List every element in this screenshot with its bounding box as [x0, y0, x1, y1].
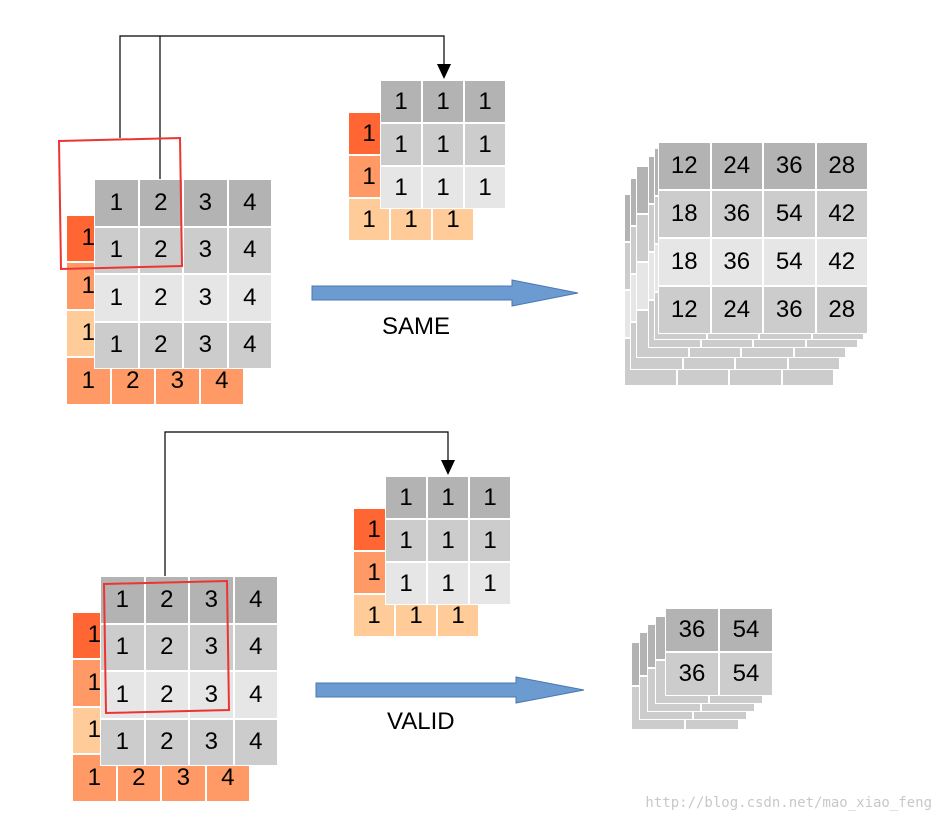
same-kernel-cell: 1 — [422, 166, 464, 209]
same-arrowhead-icon — [437, 64, 451, 79]
watermark: http://blog.csdn.net/mao_xiao_feng — [645, 795, 932, 811]
same-output-cell: 36 — [763, 142, 816, 190]
same-output-cell: 54 — [763, 238, 816, 286]
valid-arrowhead-icon — [441, 460, 455, 475]
same-output-cell: 12 — [658, 286, 711, 334]
valid-output-cell: 36 — [665, 608, 719, 652]
valid-kernel-connector — [164, 431, 449, 576]
valid-input-cell: 1 — [100, 718, 145, 766]
valid-input-cell: 4 — [233, 576, 278, 624]
same-input-cell: 3 — [183, 321, 228, 369]
same-output-cell: 28 — [815, 286, 868, 334]
same-output-cell: 24 — [710, 142, 763, 190]
same-label: SAME — [382, 313, 451, 340]
valid-input-cell: 4 — [233, 718, 278, 766]
same-input-cell: 1 — [94, 226, 139, 274]
valid-input-cell: 2 — [144, 623, 189, 671]
valid-input-cell: 4 — [233, 671, 278, 719]
same-input-cell: 4 — [227, 321, 272, 369]
same-input-cell: 1 — [94, 274, 139, 322]
valid-kernel-cell: 1 — [385, 476, 427, 519]
valid-output-cell: 36 — [665, 652, 719, 696]
same-kernel-cell: 1 — [464, 80, 506, 123]
same-kernel-connector — [119, 35, 445, 138]
valid-output-cell: 54 — [719, 608, 773, 652]
valid-kernel-cell: 1 — [427, 519, 469, 562]
same-output-cell: 18 — [658, 190, 711, 238]
same-output-cell: 42 — [815, 190, 868, 238]
same-input-cell: 4 — [227, 226, 272, 274]
valid-input-back-cell: 1 — [72, 754, 117, 802]
same-kernel-cell: 1 — [464, 166, 506, 209]
valid-kernel-cell: 1 — [385, 562, 427, 605]
same-arrow-icon — [311, 279, 579, 307]
same-output-cell: 36 — [710, 190, 763, 238]
same-kernel-cell: 1 — [380, 80, 422, 123]
valid-input-cell: 1 — [100, 623, 145, 671]
same-input-cell: 2 — [138, 179, 183, 227]
valid-kernel-cell: 1 — [427, 562, 469, 605]
same-output-cell: 18 — [658, 238, 711, 286]
valid-kernel-cell: 1 — [469, 562, 511, 605]
same-kernel-cell: 1 — [422, 80, 464, 123]
valid-input-cell: 1 — [100, 671, 145, 719]
valid-input-cell: 2 — [144, 718, 189, 766]
same-receptive-field-box — [57, 136, 184, 271]
valid-input-cell: 1 — [100, 576, 145, 624]
same-input-cell: 3 — [183, 179, 228, 227]
valid-kernel-cell: 1 — [385, 519, 427, 562]
same-input-cell: 2 — [138, 274, 183, 322]
same-output-cell: 28 — [815, 142, 868, 190]
valid-input-cell: 2 — [144, 576, 189, 624]
same-input-cell: 4 — [227, 274, 272, 322]
same-kernel-cell: 1 — [464, 123, 506, 166]
valid-arrow-icon — [315, 676, 585, 704]
same-output-cell: 54 — [763, 190, 816, 238]
same-kernel-cell: 1 — [380, 123, 422, 166]
same-output-cell: 42 — [815, 238, 868, 286]
same-input-cell: 3 — [183, 274, 228, 322]
same-kernel-cell: 1 — [422, 123, 464, 166]
same-output-cell: 36 — [710, 238, 763, 286]
same-output-cell: 12 — [658, 142, 711, 190]
same-input-cell: 4 — [227, 179, 272, 227]
same-kernel-cell: 1 — [380, 166, 422, 209]
same-input-cell: 1 — [94, 321, 139, 369]
same-kernel-back-cell: 1 — [348, 198, 390, 242]
valid-kernel-cell: 1 — [469, 519, 511, 562]
same-output-cell: 24 — [710, 286, 763, 334]
valid-kernel-cell: 1 — [469, 476, 511, 519]
valid-label: VALID — [387, 708, 455, 735]
valid-kernel-cell: 1 — [427, 476, 469, 519]
same-input-cell: 3 — [183, 226, 228, 274]
valid-receptive-field-box — [102, 579, 231, 715]
valid-input-cell: 3 — [189, 718, 234, 766]
same-input-cell: 2 — [138, 321, 183, 369]
same-input-cell: 1 — [94, 179, 139, 227]
same-output-cell: 36 — [763, 286, 816, 334]
valid-input-cell: 4 — [233, 623, 278, 671]
valid-input-cell: 3 — [189, 623, 234, 671]
valid-output-cell: 54 — [719, 652, 773, 696]
